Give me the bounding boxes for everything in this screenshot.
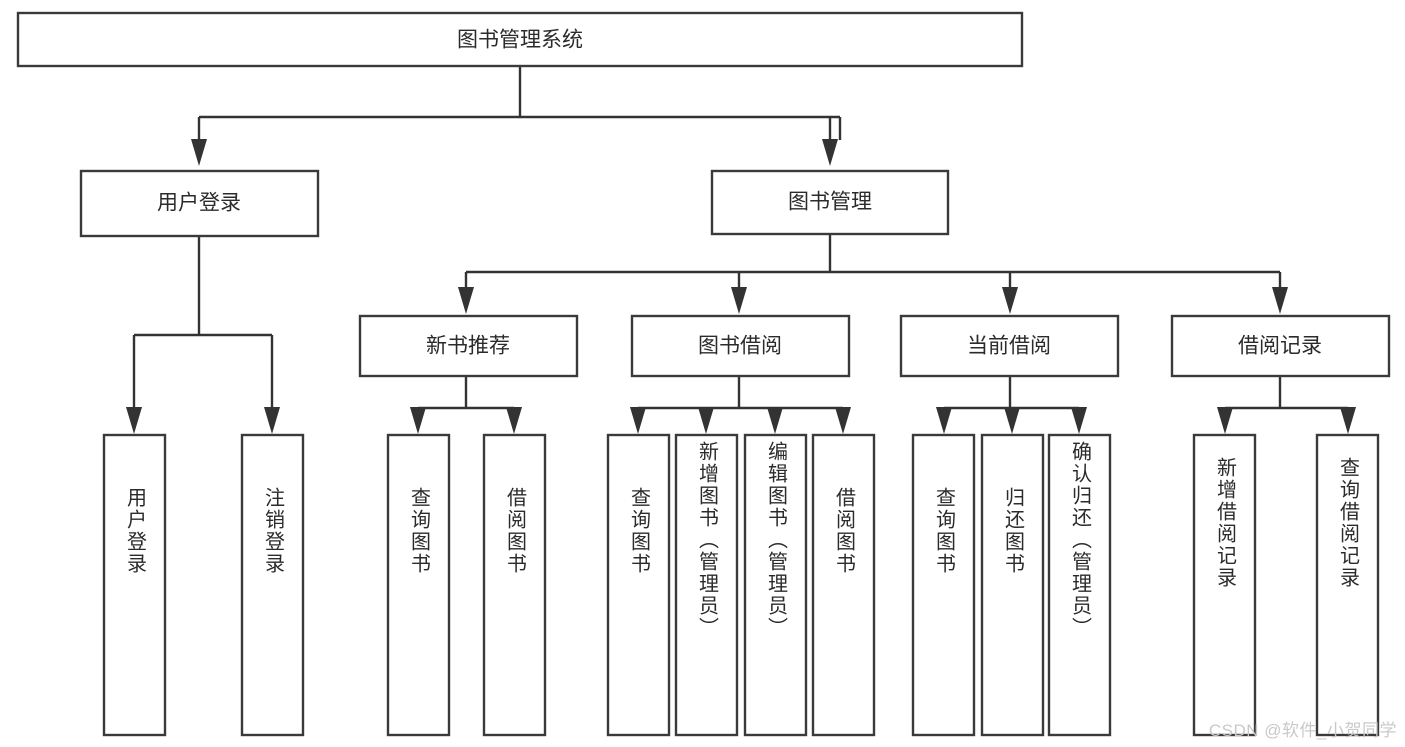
leaf-box-borrow-book-2[interactable] — [811, 433, 876, 737]
node-current-borrow-label: 当前借阅 — [967, 335, 1051, 358]
connector-borrowrecord-to-leaves — [1217, 376, 1356, 434]
node-book-borrow[interactable]: 图书借阅 — [630, 314, 851, 378]
leaf-box-query-book-1[interactable] — [386, 433, 451, 737]
connector-newbook-to-leaves — [410, 376, 522, 434]
node-user-login[interactable]: 用户登录 — [79, 169, 320, 238]
node-new-book-recommend[interactable]: 新书推荐 — [358, 314, 579, 378]
connector-bookmgmt-to-level2 — [458, 234, 1288, 314]
leaf-box-query-book-2[interactable] — [606, 433, 671, 737]
leaf-box-add-book-admin[interactable] — [674, 433, 739, 737]
node-current-borrow[interactable]: 当前借阅 — [899, 314, 1120, 378]
leaf-box-confirm-return-admin[interactable] — [1047, 433, 1112, 737]
leaf-box-borrow-book-1[interactable] — [482, 433, 547, 737]
csdn-watermark: CSDN @软件_小贺同学 — [1208, 721, 1397, 740]
connector-root-to-level1 — [191, 66, 842, 166]
node-book-management-label: 图书管理 — [788, 191, 872, 214]
node-borrow-record[interactable]: 借阅记录 — [1170, 314, 1391, 378]
node-borrow-record-label: 借阅记录 — [1238, 335, 1322, 358]
connector-userlogin-to-leaves — [126, 236, 280, 434]
node-root[interactable]: 图书管理系统 — [16, 11, 1024, 68]
leaf-box-query-borrow-record[interactable] — [1315, 433, 1380, 737]
leaf-box-return-book[interactable] — [980, 433, 1045, 737]
node-book-borrow-label: 图书借阅 — [698, 335, 782, 358]
leaf-box-query-book-3[interactable] — [911, 433, 976, 737]
node-root-label: 图书管理系统 — [457, 29, 583, 52]
leaf-box-edit-book-admin[interactable] — [743, 433, 808, 737]
connector-bookborrow-to-leaves — [630, 376, 851, 434]
leaf-box-user-login[interactable] — [102, 433, 167, 737]
node-user-login-label: 用户登录 — [157, 192, 241, 215]
node-book-management[interactable]: 图书管理 — [710, 169, 950, 236]
connector-currentborrow-to-leaves — [936, 376, 1087, 434]
leaf-box-add-borrow-record[interactable] — [1192, 433, 1257, 737]
node-new-book-recommend-label: 新书推荐 — [426, 335, 510, 358]
leaf-box-logout-login[interactable] — [240, 433, 305, 737]
